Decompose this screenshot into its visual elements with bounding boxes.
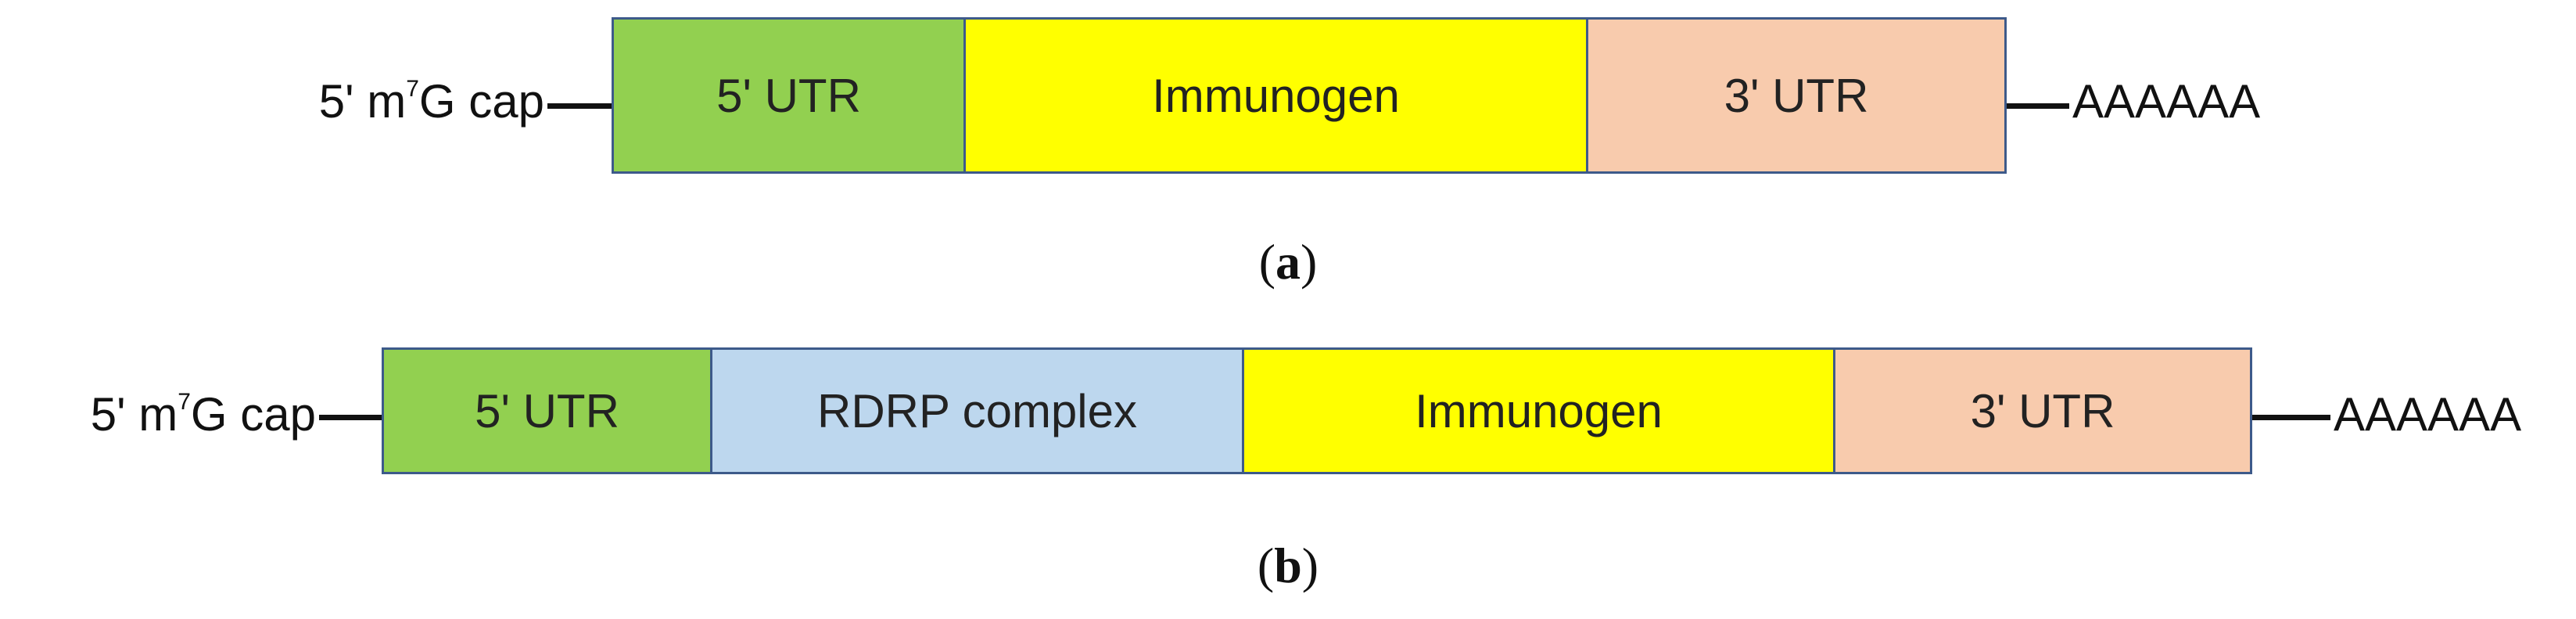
segment-3-utr: 3' UTR: [1835, 350, 2250, 472]
construct-a: 5' m7G cap 5' UTR Immunogen 3' UTR AAAAA…: [0, 17, 2576, 174]
cap-superscript: 7: [406, 76, 419, 102]
polya-tail-b: AAAAAA: [2334, 388, 2522, 441]
segment-immunogen: Immunogen: [966, 20, 1588, 171]
cap-connector-line: [547, 103, 612, 109]
polya-connector-line: [2252, 415, 2330, 420]
panel-label-a: (a): [1258, 234, 1318, 290]
segment-immunogen: Immunogen: [1244, 350, 1835, 472]
mrna-construct-b: 5' UTR RDRP complex Immunogen 3' UTR: [382, 347, 2252, 474]
panel-label-b: (b): [1257, 538, 1319, 593]
construct-b: 5' m7G cap 5' UTR RDRP complex Immunogen…: [0, 347, 2576, 474]
cap-suffix: G cap: [190, 388, 316, 441]
cap-prefix: 5' m: [318, 75, 407, 128]
segment-3-utr: 3' UTR: [1588, 20, 2004, 171]
cap-superscript: 7: [178, 389, 191, 415]
cap-prefix: 5' m: [90, 388, 178, 441]
cap-label-a: 5' m7G cap: [318, 75, 544, 128]
polya-tail-a: AAAAAA: [2072, 75, 2261, 128]
mrna-construct-a: 5' UTR Immunogen 3' UTR: [612, 17, 2007, 174]
cap-suffix: G cap: [418, 75, 544, 128]
segment-5-utr: 5' UTR: [614, 20, 966, 171]
segment-5-utr: 5' UTR: [384, 350, 712, 472]
cap-label-b: 5' m7G cap: [90, 388, 316, 441]
cap-connector-line: [319, 415, 382, 420]
polya-connector-line: [2007, 103, 2069, 109]
segment-rdrp-complex: RDRP complex: [712, 350, 1244, 472]
